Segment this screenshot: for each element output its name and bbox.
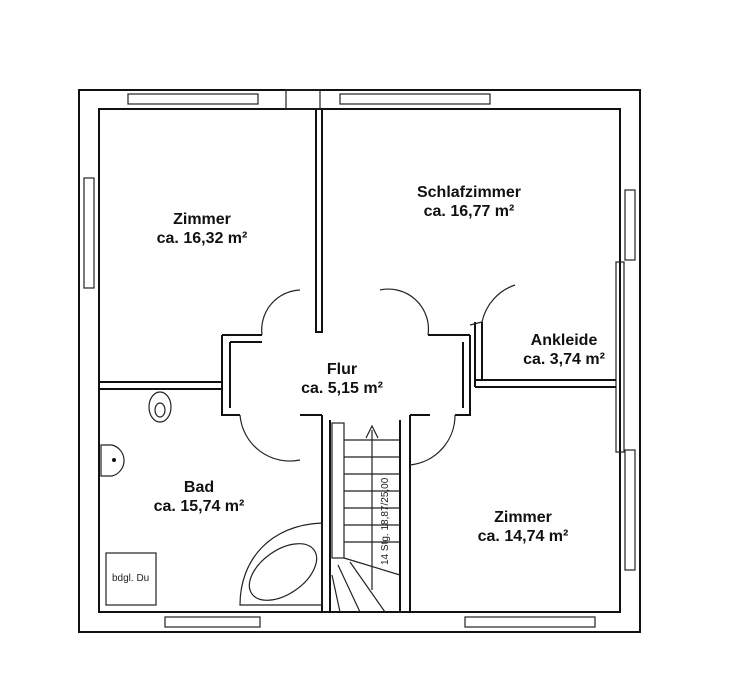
room-label-ankleide: Ankleide ca. 3,74 m²	[523, 331, 605, 369]
sink-icon	[100, 444, 125, 477]
room-area: ca. 3,74 m²	[523, 351, 605, 368]
room-area: ca. 16,32 m²	[156, 230, 248, 247]
doors	[239, 284, 516, 466]
room-label-zimmer-1: Zimmer ca. 16,32 m²	[157, 210, 248, 248]
sink-drain	[112, 458, 116, 462]
room-area: ca. 15,74 m²	[153, 498, 245, 515]
stairs	[331, 422, 401, 613]
shower-label: bdgl. Du	[112, 573, 150, 584]
bathtub-icon	[239, 522, 323, 606]
room-name: Ankleide	[530, 332, 598, 349]
interior-walls	[99, 109, 616, 612]
room-name: Bad	[183, 479, 215, 496]
room-area: ca. 5,15 m²	[301, 380, 383, 397]
room-name: Schlafzimmer	[416, 184, 522, 201]
room-name: Zimmer	[173, 211, 231, 228]
bathtub-basin	[248, 543, 318, 601]
room-area: ca. 16,77 m²	[423, 203, 515, 220]
windows	[83, 89, 636, 628]
toilet-bowl	[154, 402, 166, 418]
stair-label: 14 Stg. 18,87/25,00	[380, 477, 391, 565]
toilet-icon	[148, 391, 172, 423]
room-label-bad: Bad ca. 15,74 m²	[154, 478, 245, 516]
room-area: ca. 14,74 m²	[477, 528, 569, 545]
room-label-schlafzimmer: Schlafzimmer ca. 16,77 m²	[417, 183, 521, 221]
room-name: Zimmer	[494, 509, 552, 526]
room-name: Flur	[326, 361, 358, 378]
room-label-flur: Flur ca. 5,15 m²	[301, 360, 383, 398]
room-label-zimmer-2: Zimmer ca. 14,74 m²	[478, 508, 569, 546]
outer-wall	[78, 89, 641, 633]
shower-icon	[105, 552, 157, 606]
